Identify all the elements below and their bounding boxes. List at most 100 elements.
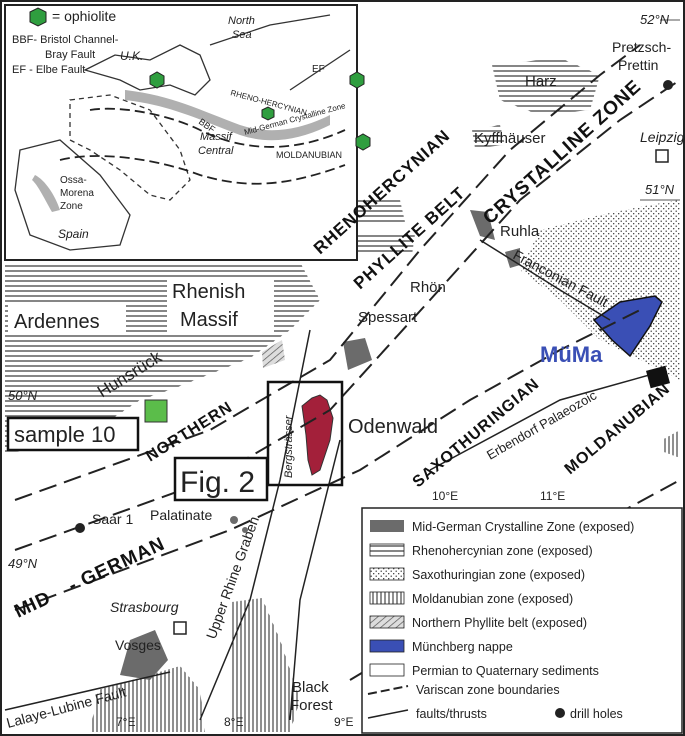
legend-box [361, 507, 683, 734]
vosges-south-area [90, 666, 205, 732]
lalaye-fault-line [4, 671, 171, 711]
legend-label-9: faults/thrusts [416, 707, 487, 721]
vosges-label: Vosges [115, 637, 161, 653]
strasbourg-marker [173, 621, 187, 635]
legend-swatch-mgcz [370, 520, 404, 532]
legend-swatch-drill [555, 708, 565, 718]
sample-marker [144, 399, 168, 423]
bergstrasser-label: Bergsträsser [283, 414, 295, 478]
morena-label: Morena [60, 188, 94, 199]
lon-11: 11°E [540, 489, 565, 503]
inset-ef-line [289, 49, 351, 91]
inset-boundary-b [59, 155, 346, 185]
legend-label-7: Permian to Quaternary sediments [412, 664, 599, 678]
ruhla-label: Ruhla [500, 223, 540, 240]
kyffhauser-area [472, 125, 505, 148]
zone-boundary-b [14, 79, 681, 551]
odenwald-body [301, 394, 334, 476]
lat-52: 52°N [640, 12, 670, 27]
upper-rhine-fault-west [199, 329, 311, 721]
massif-label: Massif [200, 131, 233, 143]
prettin-label: Prettin [618, 57, 658, 73]
zone-boundary-c [14, 309, 641, 611]
lon-7: 7°E [116, 715, 135, 729]
legend-label-6: Münchberg nappe [412, 640, 513, 654]
rheno-stripe-b [345, 234, 415, 255]
mgcz-dot-a [230, 516, 238, 524]
pretzsch-label: Pretzsch- [612, 39, 671, 55]
ardennes-label-bg [8, 305, 126, 335]
ophiolite-icon-d [355, 133, 371, 151]
legend-label-3: Saxothuringian zone (exposed) [412, 568, 585, 582]
ophiolite-legend-icon [29, 7, 47, 27]
palatinate-label: Palatinate [150, 507, 212, 523]
north-sea-label-2: Sea [232, 29, 252, 41]
legend-label-8: Variscan zone boundaries [416, 683, 560, 697]
franconian-fault [479, 239, 611, 321]
inset-coast-france [69, 94, 191, 201]
forest-label: Forest [290, 697, 333, 714]
ophiolite-icon-c [349, 71, 365, 89]
phyllite-belt-a [262, 340, 285, 368]
legend-swatch-fault [367, 709, 409, 719]
moldanubian-east [662, 430, 680, 458]
saar-label: Saar 1 [92, 511, 133, 527]
spessart-label: Spessart [358, 309, 418, 326]
inset-north-sea-line [209, 14, 331, 46]
rhenish-label: Rhenish [172, 281, 245, 303]
lon-9: 9°E [334, 715, 353, 729]
inset-coast-uk [83, 44, 211, 96]
black-label: Black [292, 679, 329, 696]
ardennes-label: Ardennes [14, 311, 100, 333]
central-label: Central [198, 145, 234, 157]
rhenish-massif-label: Massif [180, 309, 238, 331]
legend-swatch-rheno [369, 543, 405, 557]
harz-label: Harz [525, 73, 557, 90]
legend-label-4: Moldanubian zone (exposed) [412, 592, 573, 606]
legend-swatch-phyllite [369, 615, 405, 629]
legend-label-5: Northern Phyllite belt (exposed) [412, 616, 587, 630]
black-forest-area [232, 598, 300, 732]
fig2-box [266, 380, 344, 487]
inset-coast-iberia [14, 139, 131, 251]
inset-moldanubian: MOLDANUBIAN [276, 150, 342, 160]
zone-boundary-a [14, 44, 641, 501]
mgcz-dot-b [242, 527, 248, 533]
legend-swatch-molda [369, 591, 405, 605]
erbendorf-fault-line [429, 371, 661, 471]
legend-label-2: Rhenohercynian zone (exposed) [412, 544, 593, 558]
saxo-area-b [648, 200, 680, 250]
kyffhauser-label: Kyffhäuser [474, 130, 545, 147]
rhenish-label-bg [167, 279, 274, 334]
lon-8: 8°E [224, 715, 243, 729]
legend-label-10: drill holes [570, 707, 623, 721]
legend-swatch-boundary [367, 685, 409, 695]
inset-ossa-belt [32, 175, 60, 212]
legend-label-1: Mid-German Crystalline Zone (exposed) [412, 520, 634, 534]
leipzig-label: Leipzig [640, 129, 685, 145]
drill-hole-saar [75, 523, 85, 533]
leipzig-marker [655, 149, 669, 163]
lon-10: 10°E [432, 489, 458, 503]
fig2-callout-label: Fig. 2 [180, 466, 255, 499]
inset-boundary-a [89, 107, 346, 148]
sample-callout-label: sample 10 [14, 422, 116, 447]
north-sea-label: North [228, 15, 255, 27]
legend-swatch-munchberg [369, 639, 405, 653]
ophiolite-icon-a [149, 71, 165, 89]
harz-area [492, 58, 600, 115]
drill-hole-pretzsch [663, 80, 673, 90]
ophiolite-legend-label: = ophiolite [52, 8, 116, 24]
strasbourg-label: Strasbourg [110, 599, 179, 615]
ossa-label: Ossa- [60, 175, 87, 186]
rhon-label: Rhön [410, 279, 446, 296]
sample-callout-box [6, 416, 140, 452]
legend-swatch-permian [369, 663, 405, 677]
inset-belt [125, 90, 330, 141]
odenwald-label: Odenwald [348, 416, 438, 438]
spessart-mgcz [343, 338, 372, 370]
munchberg-nappe [592, 295, 663, 358]
lat-50: 50°N [8, 388, 38, 403]
lat-49: 49°N [8, 556, 38, 571]
